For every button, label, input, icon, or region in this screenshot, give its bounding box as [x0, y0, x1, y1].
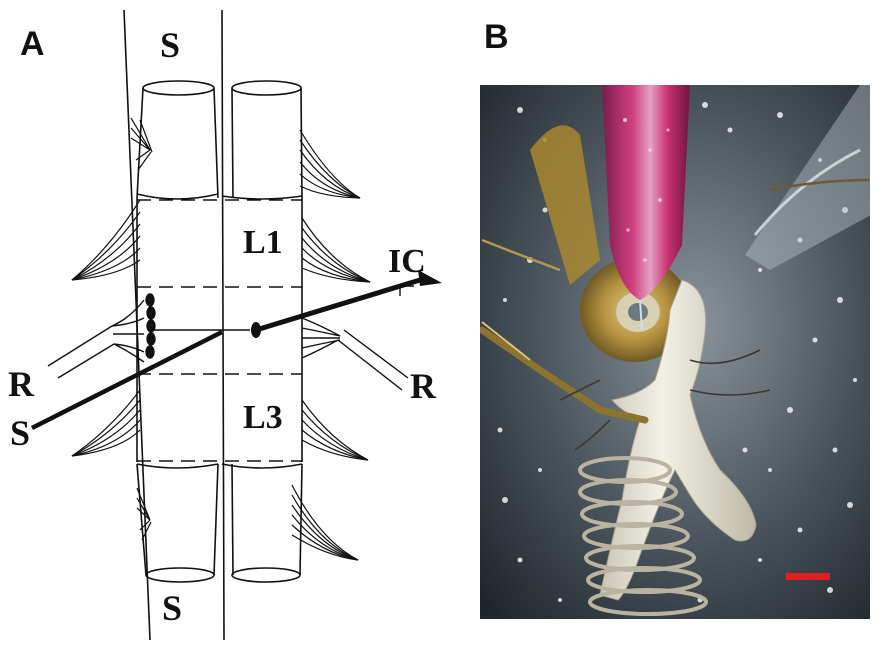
- rootlets-right: [292, 130, 370, 560]
- label-top-s: S: [160, 25, 180, 65]
- panel-a-diagram: A: [8, 10, 442, 640]
- panel-a-letter: A: [20, 25, 45, 63]
- label-s-electrode: S: [10, 413, 30, 453]
- label-l3: L3: [243, 399, 283, 436]
- rootlets-left: [72, 118, 152, 540]
- ic-electrode: [224, 270, 442, 338]
- label-bottom-s: S: [162, 588, 182, 628]
- root-r-right: [302, 318, 408, 390]
- panel-b-letter: B: [484, 18, 509, 56]
- label-r-left: R: [8, 364, 35, 404]
- panel-b-photo: B: [480, 18, 880, 619]
- label-l1: L1: [243, 224, 283, 261]
- label-ic: IC: [388, 243, 426, 280]
- label-r-right: R: [410, 366, 437, 406]
- top-root-stump: [137, 81, 302, 199]
- scale-bar: [786, 573, 830, 580]
- bottom-root-stump: [137, 464, 302, 582]
